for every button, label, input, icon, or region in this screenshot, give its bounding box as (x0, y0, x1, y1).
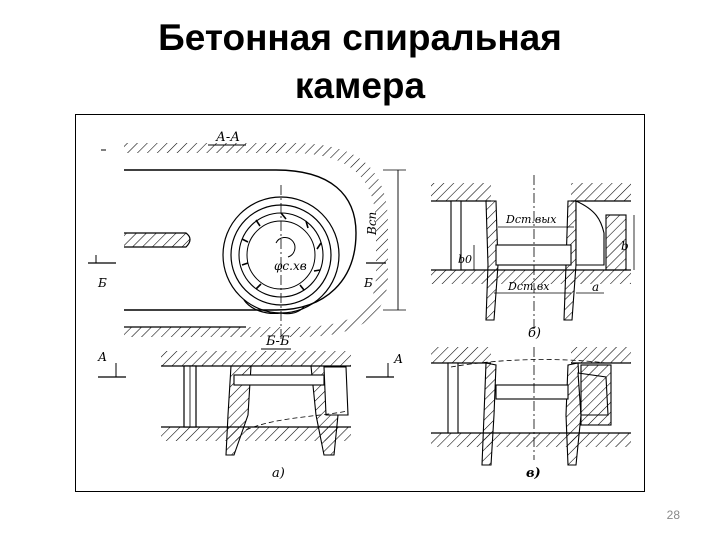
a-right-label: А (393, 352, 403, 366)
spiral-chamber-drawing: А-А (75, 114, 645, 492)
b-sp-label: Bсп (365, 212, 379, 236)
section-b-view: Dст.вых Dст.вх b0 b a б) (431, 175, 635, 341)
sub-a-label: а) (272, 466, 285, 481)
plan-view-aa: А-А (88, 130, 406, 340)
b0-label: b0 (458, 253, 472, 266)
phi-label: φс.хв (274, 259, 307, 273)
sub-b-label: б) (528, 326, 541, 341)
b-dim-label: b (621, 239, 629, 253)
a-left-label: А (97, 350, 107, 364)
page-number: 28 (666, 508, 680, 522)
section-aa-label: А-А (215, 130, 240, 145)
title-line-1: Бетонная спиральная (158, 17, 562, 58)
a-dim-label: a (592, 280, 599, 294)
title-line-2: камера (294, 65, 426, 106)
section-bb-label: Б-Б (265, 334, 290, 349)
slide-title: Бетонная спиральная камера (0, 14, 720, 110)
section-bb-view: Б-Б А А а) (97, 334, 403, 481)
d-in-label: Dст.вх (507, 280, 550, 293)
b-right-label: Б (363, 276, 373, 290)
d-out-label: Dст.вых (505, 213, 557, 226)
b-left-label: Б (97, 276, 107, 290)
drawing-svg: А-А (88, 130, 635, 481)
section-c-view: в) (431, 347, 631, 481)
sub-c-label: в) (526, 466, 541, 481)
